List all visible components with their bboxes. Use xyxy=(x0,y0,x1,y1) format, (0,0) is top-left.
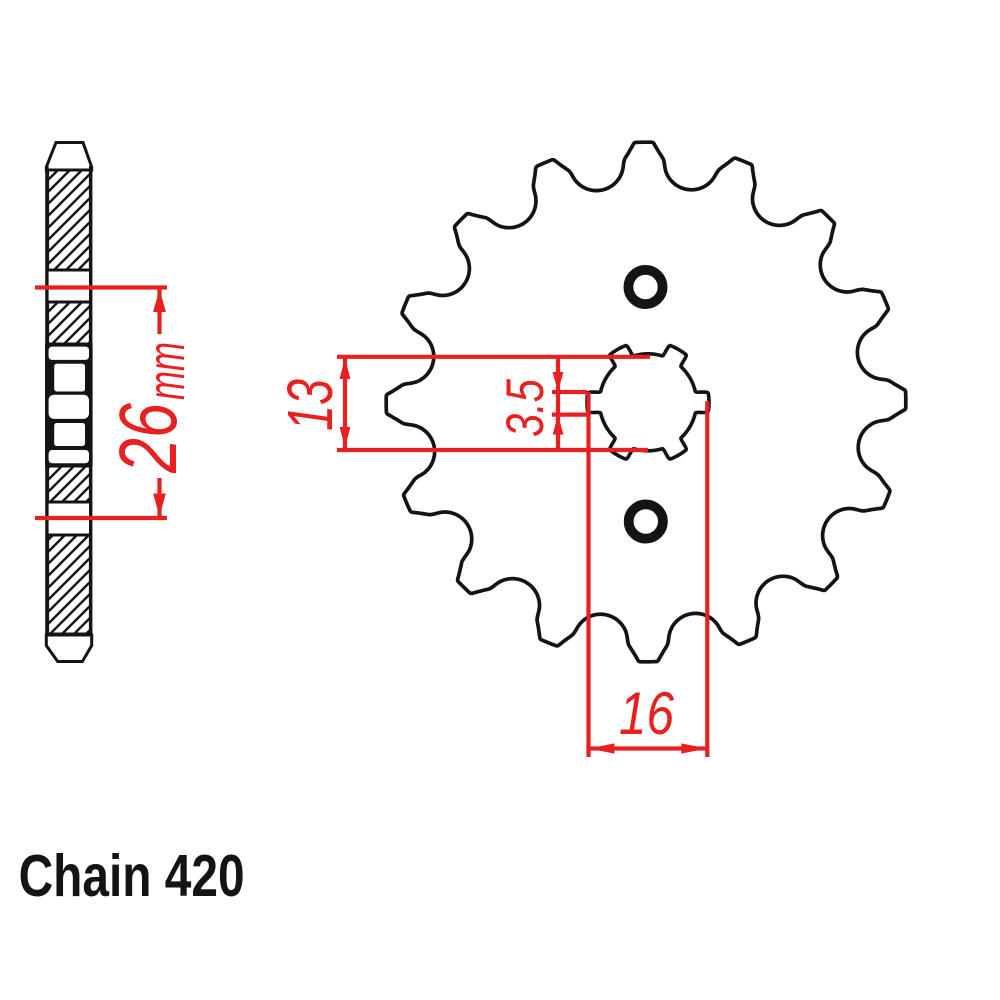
svg-text:16: 16 xyxy=(619,680,675,747)
svg-text:mm: mm xyxy=(138,342,196,400)
svg-text:26: 26 xyxy=(103,403,194,474)
svg-text:3.5: 3.5 xyxy=(496,379,555,437)
svg-text:Chain 420: Chain 420 xyxy=(19,842,245,909)
svg-text:13: 13 xyxy=(274,379,346,431)
